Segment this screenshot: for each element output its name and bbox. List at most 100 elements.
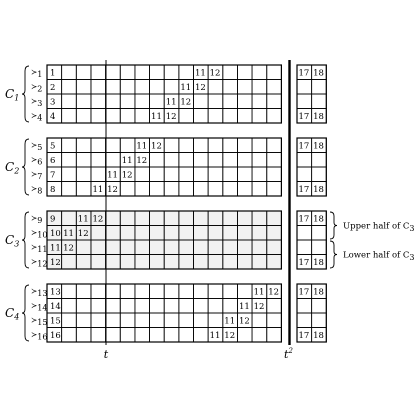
grid-cell <box>105 137 121 153</box>
grid-cell <box>193 181 209 197</box>
group-label-main: C <box>5 306 14 320</box>
cell-value-11: 11 <box>122 156 133 166</box>
group-label-subscript: 1 <box>14 94 19 103</box>
row-label-main: ≻ <box>31 257 37 266</box>
row-label-main: ≻ <box>31 301 37 310</box>
grid-cell <box>163 298 180 314</box>
grid-cell <box>75 108 92 124</box>
cell-value-12: 12 <box>254 302 265 312</box>
right-cell-value: 18 <box>313 142 324 152</box>
grid-cell <box>75 152 92 168</box>
right-cell-value: 17 <box>299 185 310 195</box>
row-label: ≻2 <box>31 82 42 94</box>
cell-value-11: 11 <box>254 288 265 298</box>
grid-cell <box>134 298 150 314</box>
grid-cell <box>266 79 282 95</box>
grid-cell <box>75 283 92 299</box>
grid-cell <box>237 152 253 168</box>
grid-cell <box>237 93 253 109</box>
group-right-border <box>296 283 327 343</box>
row-label-main: ≻ <box>31 243 37 252</box>
grid-cell <box>237 64 253 80</box>
grid-cell <box>251 181 268 197</box>
grid-cell <box>119 64 136 80</box>
grid-cell <box>237 79 253 95</box>
grid-cell <box>178 166 194 182</box>
grid-cell <box>222 79 238 95</box>
cell-value-11: 11 <box>166 98 177 108</box>
row-label-main: ≻ <box>31 82 37 91</box>
group-label: C1 <box>5 87 19 103</box>
row-label-subscript: 14 <box>37 304 47 313</box>
grid-cell <box>237 283 253 299</box>
grid-cell <box>207 79 224 95</box>
cell-value-12: 12 <box>92 215 103 225</box>
grid-cell <box>207 93 224 109</box>
grid-cell <box>75 298 92 314</box>
grid-cell <box>178 64 194 80</box>
grid-cell <box>266 152 282 168</box>
right-grid-cell <box>296 312 313 328</box>
grid-cell <box>207 312 224 328</box>
row-label: ≻9 <box>31 214 42 226</box>
grid-cell <box>75 181 92 197</box>
grid-cell <box>90 79 106 95</box>
grid-cell <box>251 79 268 95</box>
grid-cell <box>90 137 106 153</box>
grid-cell <box>266 64 282 80</box>
row-label-main: ≻ <box>31 111 37 120</box>
grid-cell <box>266 312 282 328</box>
grid-cell <box>119 79 136 95</box>
grid-cell <box>193 137 209 153</box>
grid-cell <box>193 108 209 124</box>
grid-cell <box>105 298 121 314</box>
grid-cell <box>134 93 150 109</box>
cell-first-value: 3 <box>50 98 55 108</box>
cell-value-12: 12 <box>195 83 206 93</box>
grid-cell <box>149 181 165 197</box>
cell-value-12: 12 <box>239 317 250 327</box>
row-label-main: ≻ <box>31 228 37 237</box>
upper-half-label: Upper half of C3 <box>343 222 415 234</box>
group-label-main: C <box>5 160 14 174</box>
grid-cell <box>119 181 136 197</box>
row-label-subscript: 16 <box>37 333 47 342</box>
group-right-border <box>296 64 327 124</box>
cell-value-11: 11 <box>195 69 206 79</box>
row-label-subscript: 6 <box>37 158 42 167</box>
right-cell-value: 18 <box>313 215 324 225</box>
grid-cell <box>251 312 268 328</box>
row-label-subscript: 1 <box>37 70 42 79</box>
grid-cell <box>90 108 106 124</box>
grid-cell <box>61 79 77 95</box>
grid-cell <box>251 93 268 109</box>
right-cell-value: 17 <box>299 215 310 225</box>
grid-cell <box>207 152 224 168</box>
grid-cell <box>163 64 180 80</box>
grid-cell <box>207 181 224 197</box>
group-label: C3 <box>5 233 19 249</box>
t-squared-label-superscript: 2 <box>287 347 293 355</box>
group-label-subscript: 3 <box>14 240 19 249</box>
grid-cell <box>163 327 180 343</box>
cell-first-value: 13 <box>50 288 61 298</box>
grid-cell <box>134 64 150 80</box>
grid-cell <box>61 312 77 328</box>
brace-label-subscript: 3 <box>409 253 414 262</box>
group-grid-border <box>46 64 282 124</box>
row-label-subscript: 10 <box>37 231 47 240</box>
grid-cell <box>207 137 224 153</box>
grid-cell <box>222 181 238 197</box>
grid-cell <box>222 166 238 182</box>
cell-first-value: 14 <box>50 302 61 312</box>
grid-cell <box>61 137 77 153</box>
cell-first-value: 1 <box>50 69 55 79</box>
grid-cell <box>105 64 121 80</box>
grid-cell <box>134 327 150 343</box>
